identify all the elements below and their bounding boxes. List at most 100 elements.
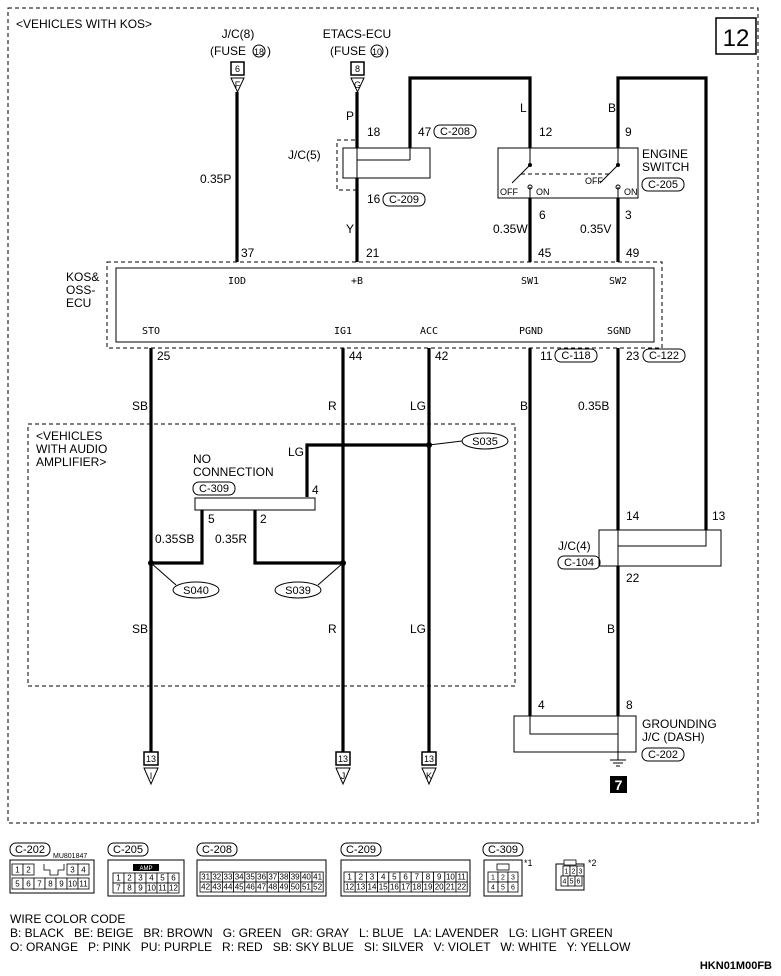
legend-pin-number: 3 <box>579 869 583 876</box>
jc5-conn-out-box <box>382 192 426 207</box>
page-code: HKN01M00FB <box>700 960 772 972</box>
jc4-pin-13: 13 <box>712 509 726 523</box>
es-pin-6: 6 <box>539 208 546 222</box>
etacs-fuse-number: 10 <box>372 47 382 57</box>
grounding-pin-4: 4 <box>538 698 545 712</box>
wire-lg-branch <box>305 443 429 497</box>
out-k-letter: K <box>426 771 432 781</box>
s035-label: S035 <box>472 436 498 448</box>
jc5-pin-16: 16 <box>367 192 381 206</box>
jc4-pin-14: 14 <box>626 509 640 523</box>
legend-pin-number: 31 <box>201 873 210 882</box>
wire-label-0.35r: 0.35R <box>215 532 247 546</box>
wire-label-0.35p: 0.35P <box>200 172 231 186</box>
legend-pin-number: 15 <box>379 883 388 892</box>
ecu-label-1: KOS& <box>66 270 99 284</box>
legend-pin-number: 8 <box>127 884 132 893</box>
audio-amp-frame <box>27 423 516 687</box>
legend-pin-number: 34 <box>235 873 244 882</box>
legend-pin-number: 2 <box>572 869 576 876</box>
wire-0.35r <box>253 510 343 565</box>
legend-star1: *1 <box>524 858 533 868</box>
legend-pin-number: 5 <box>501 885 505 892</box>
nc-pin-4: 4 <box>312 483 319 497</box>
legend-c202-part: MU801847 <box>53 853 87 860</box>
wire-label-lg: LG <box>410 399 426 413</box>
legend-pin-number: 16 <box>390 883 399 892</box>
legend-pin-number: 5 <box>160 874 165 883</box>
s035-ellipse <box>461 432 509 450</box>
etacs-label: ETACS-ECU <box>323 27 391 41</box>
legend-pin-number: 2 <box>359 873 364 882</box>
wire-color-title: WIRE COLOR CODE <box>10 912 125 926</box>
ecu-pin-49: 49 <box>626 246 640 260</box>
wire-label-sb2: SB <box>132 622 148 636</box>
wire-label-0.35v: 0.35V <box>580 222 611 236</box>
jc5-pin-47: 47 <box>418 125 432 139</box>
jc4-label: J/C(4) <box>558 539 591 553</box>
jc5-conn-top-box <box>433 124 477 139</box>
es-pin-3: 3 <box>625 208 632 222</box>
legend-pin-number: 12 <box>345 883 354 892</box>
wire-label-lg2: LG <box>288 445 304 459</box>
legend-c202-body <box>9 859 95 894</box>
legend-c209-body <box>340 859 471 897</box>
nc-pin-5: 5 <box>208 512 215 526</box>
legend-c205-body <box>107 859 185 897</box>
legend-c205-amp: AMP <box>139 866 152 872</box>
legend-pin-number: 6 <box>577 879 581 886</box>
legend-pin-number: 4 <box>563 879 567 886</box>
audio-amp-label-3: AMPLIFIER> <box>36 455 106 469</box>
etacs-triangle <box>350 77 365 94</box>
wire-label-b2: B <box>520 399 528 413</box>
etacs-fuse-close: ) <box>385 44 389 58</box>
wire-color-line1: B: BLACK BE: BEIGE BR: BROWN G: GREEN GR… <box>10 926 613 940</box>
legend-pin-cell <box>311 881 324 893</box>
legend-pin-number: 9 <box>138 884 143 893</box>
legend-c208-body <box>196 859 327 897</box>
jc8-letter: F <box>235 80 241 90</box>
ecu-sw2: SW2 <box>609 276 627 287</box>
ecu-pin-25: 25 <box>157 349 171 363</box>
es-label-2: SWITCH <box>642 160 689 174</box>
wire-b-right-loop <box>616 76 708 530</box>
es-label-1: ENGINE <box>642 147 688 161</box>
out-k-pin: 13 <box>424 754 434 764</box>
legend-pin-number: 2 <box>26 866 31 875</box>
legend-pin-number: 18 <box>412 883 421 892</box>
grounding-label-2: J/C (DASH) <box>642 730 705 744</box>
wire-label-0.35w: 0.35W <box>493 222 528 236</box>
legend-pin-number: 45 <box>235 883 244 892</box>
legend-c208-badge <box>196 842 238 857</box>
legend-c309-body <box>483 859 523 897</box>
legend-pin-number: 17 <box>401 883 410 892</box>
ecu-label-2: OSS- <box>66 283 95 297</box>
jc5-conn-top: C-208 <box>440 126 470 138</box>
jc4-box <box>598 529 722 567</box>
out-j-letter: J <box>341 771 346 781</box>
legend-pin-number: 13 <box>356 883 365 892</box>
wire-label-r: R <box>328 399 337 413</box>
ecu-sw1: SW1 <box>521 276 539 287</box>
legend-pin-number: 4 <box>381 873 386 882</box>
legend-pin-number: 14 <box>368 883 377 892</box>
legend-pin-number: 3 <box>511 875 515 882</box>
legend-pin-number: 1 <box>491 875 495 882</box>
wire-label-0.35sb: 0.35SB <box>155 532 194 546</box>
legend-pin-number: 8 <box>426 873 431 882</box>
legend-pin-number: 10 <box>68 880 77 889</box>
ecu-b: +B <box>351 276 363 287</box>
audio-amp-label-1: <VEHICLES <box>36 429 102 443</box>
es-conn-box <box>641 177 685 192</box>
wire-label-y: Y <box>346 222 354 236</box>
wire-label-b: B <box>608 101 616 115</box>
jc5-pin-18: 18 <box>367 125 381 139</box>
legend-c202: C-202 <box>15 844 45 856</box>
nc-pin-2: 2 <box>260 512 267 526</box>
ecu-pin-23: 23 <box>626 349 640 363</box>
legend-pin-number: 44 <box>224 883 233 892</box>
legend-pin-number: 41 <box>313 873 322 882</box>
legend-pin-cell <box>574 875 583 887</box>
